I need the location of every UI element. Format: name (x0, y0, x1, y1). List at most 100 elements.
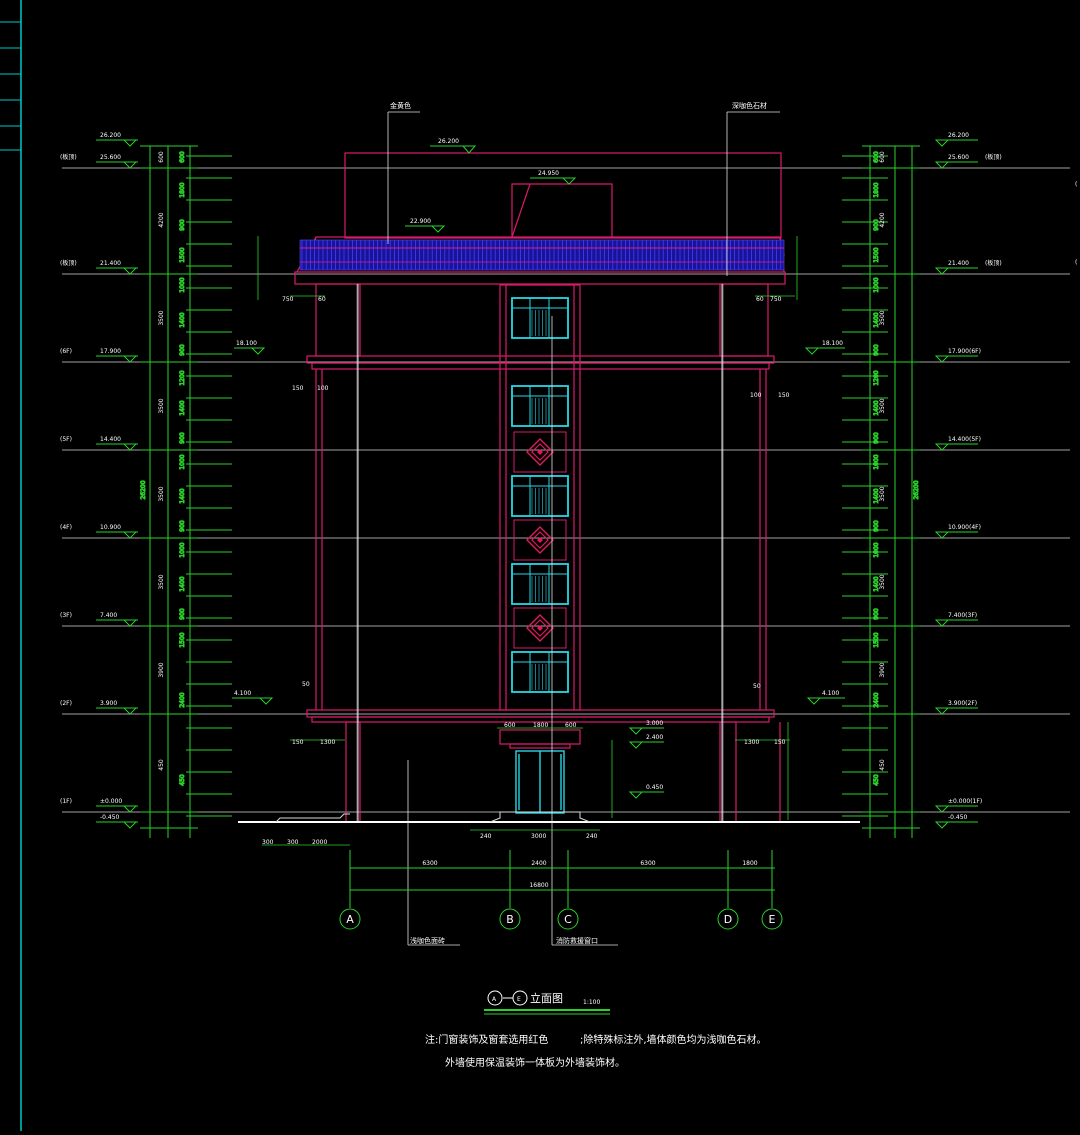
floor-dim-inner: 2400 (873, 692, 880, 707)
floor-dim-inner: 1200 (873, 370, 880, 385)
fire-window-callout: 消防救援窗口 (556, 936, 598, 945)
dim-50-left: 50 (302, 681, 310, 688)
axis-label-a: A (346, 913, 354, 926)
note-line1-a: 注:门窗装饰及窗套选用红色 (425, 1033, 548, 1046)
elevation-marker-left (122, 619, 138, 627)
elevation-value-left: 26.200 (100, 132, 121, 139)
diamond-ornament-inner (531, 443, 549, 461)
elev-parapet-top: 26.200 (438, 138, 459, 145)
axis-dim-value: 2400 (531, 860, 546, 867)
note-line1-b: ;除特殊标注外,墙体颜色均为浅咖色石材。 (580, 1033, 767, 1046)
elevation-value-right: ±0.000(1F) (948, 798, 982, 805)
floor-dim-outer: 3500 (879, 398, 886, 413)
dim-150-gl: 150 (292, 739, 304, 746)
floor-dim-inner: 1000 (873, 542, 880, 557)
title-scale: 1:100 (583, 999, 600, 1006)
floor-dim-outer: 450 (879, 759, 886, 771)
floor-dim-inner: 1800 (179, 182, 186, 197)
elevation-marker-right (934, 619, 950, 627)
dim-150-gr: 150 (774, 739, 786, 746)
ornament-panel (513, 431, 567, 473)
right-edge-mark-1: ( (1075, 181, 1077, 188)
left-toolbar-strip (0, 0, 22, 1131)
elevation-value-left: 25.600 (100, 154, 121, 161)
window-frame (511, 563, 569, 605)
dim-100-left: 100 (317, 385, 329, 392)
dim-60-right: 60 (756, 296, 764, 303)
floor-dim-inner: 1000 (179, 277, 186, 292)
ornament-panel (513, 519, 567, 561)
axis-dim-value: 1800 (742, 860, 757, 867)
dim-750-left: 750 (282, 296, 294, 303)
elevation-prefix-left: (2F) (60, 700, 72, 707)
axis-label-b: B (506, 913, 514, 926)
dim-1300-right: 1300 (744, 739, 759, 746)
diamond-ornament-core (537, 537, 543, 543)
elevation-marker-left (122, 821, 138, 829)
title-axis-left: A (492, 996, 497, 1003)
floor-dim-outer: 4200 (158, 212, 165, 227)
elevation-prefix-left: (4F) (60, 524, 72, 531)
axis-bubble-d (717, 908, 739, 930)
ground-line (238, 811, 860, 823)
elevation-marker-left (122, 531, 138, 539)
elevation-prefix-left: (1F) (60, 798, 72, 805)
dim-1300-left: 1300 (320, 739, 335, 746)
diamond-ornament (526, 438, 554, 466)
floor-dim-outer: 450 (158, 759, 165, 771)
elev-band-left: 18.100 (236, 340, 257, 347)
dim-300-b: 300 (287, 839, 299, 846)
floor-dim-inner: 450 (873, 774, 880, 786)
window-frame (511, 385, 569, 427)
wall-tile-callout: 浅咖色面砖 (410, 936, 445, 945)
elev-base-left: 4.100 (234, 690, 251, 697)
floor-dim-outer: 600 (879, 151, 886, 163)
elevation-value-right: 3.900(2F) (948, 700, 977, 707)
elev-canopy-bottom: 2.400 (646, 734, 663, 741)
floor-dim-inner: 1000 (179, 542, 186, 557)
elevation-marker-right (934, 443, 950, 451)
elevation-suffix-right: (板顶) (985, 259, 1002, 267)
floor-dim-outer: 3900 (158, 662, 165, 677)
axis-label-e: E (769, 913, 776, 926)
floor-dim-outer: 3500 (158, 398, 165, 413)
elevation-value-right: 7.400(3F) (948, 612, 977, 619)
floor-dim-outer: 4200 (879, 212, 886, 227)
floor-dim-outer: 3500 (879, 486, 886, 501)
cornice-stone-callout: 深咖色石材 (732, 101, 767, 110)
floor-dim-inner: 1400 (179, 400, 186, 415)
floor-dim-inner: 1400 (873, 576, 880, 591)
floor-dim-inner: 1400 (179, 576, 186, 591)
elevation-marker-right (934, 821, 950, 829)
floor-dim-inner: 900 (873, 432, 880, 444)
window (511, 297, 569, 339)
axis-label-c: C (564, 913, 572, 926)
drawing-title: A E 立面图 1:100 (484, 990, 610, 1015)
axis-label-d: D (724, 913, 732, 926)
elevation-value-left: 14.400 (100, 436, 121, 443)
dim-240-l: 240 (480, 833, 492, 840)
window-frame (511, 297, 569, 339)
elev-eave: 22.900 (410, 218, 431, 225)
floor-dim-outer: 3500 (158, 310, 165, 325)
floor-dim-outer: 3900 (879, 662, 886, 677)
title-suffix: 立面图 (530, 991, 563, 1005)
elev-canopy-top: 3.000 (646, 720, 663, 727)
diamond-ornament-inner (531, 531, 549, 549)
elevation-marker-left (122, 139, 138, 147)
grid-axis-bubbles: A B C D E (339, 908, 783, 930)
floor-dim-inner: 900 (873, 344, 880, 356)
axis-bubble-b (499, 908, 521, 930)
elevation-value-left: 10.900 (100, 524, 121, 531)
elevation-value-right: 10.900(4F) (948, 524, 981, 531)
total-height-dim: 26200 (140, 480, 147, 499)
floor-dim-inner: 1800 (873, 182, 880, 197)
floor-dim-inner: 900 (179, 608, 186, 620)
elev-band-right: 18.100 (822, 340, 843, 347)
axis-bubble-e (761, 908, 783, 930)
facade-detail-dims (257, 236, 798, 846)
dim-3000-c: 3000 (531, 833, 546, 840)
dim-1800-c: 1800 (533, 722, 548, 729)
